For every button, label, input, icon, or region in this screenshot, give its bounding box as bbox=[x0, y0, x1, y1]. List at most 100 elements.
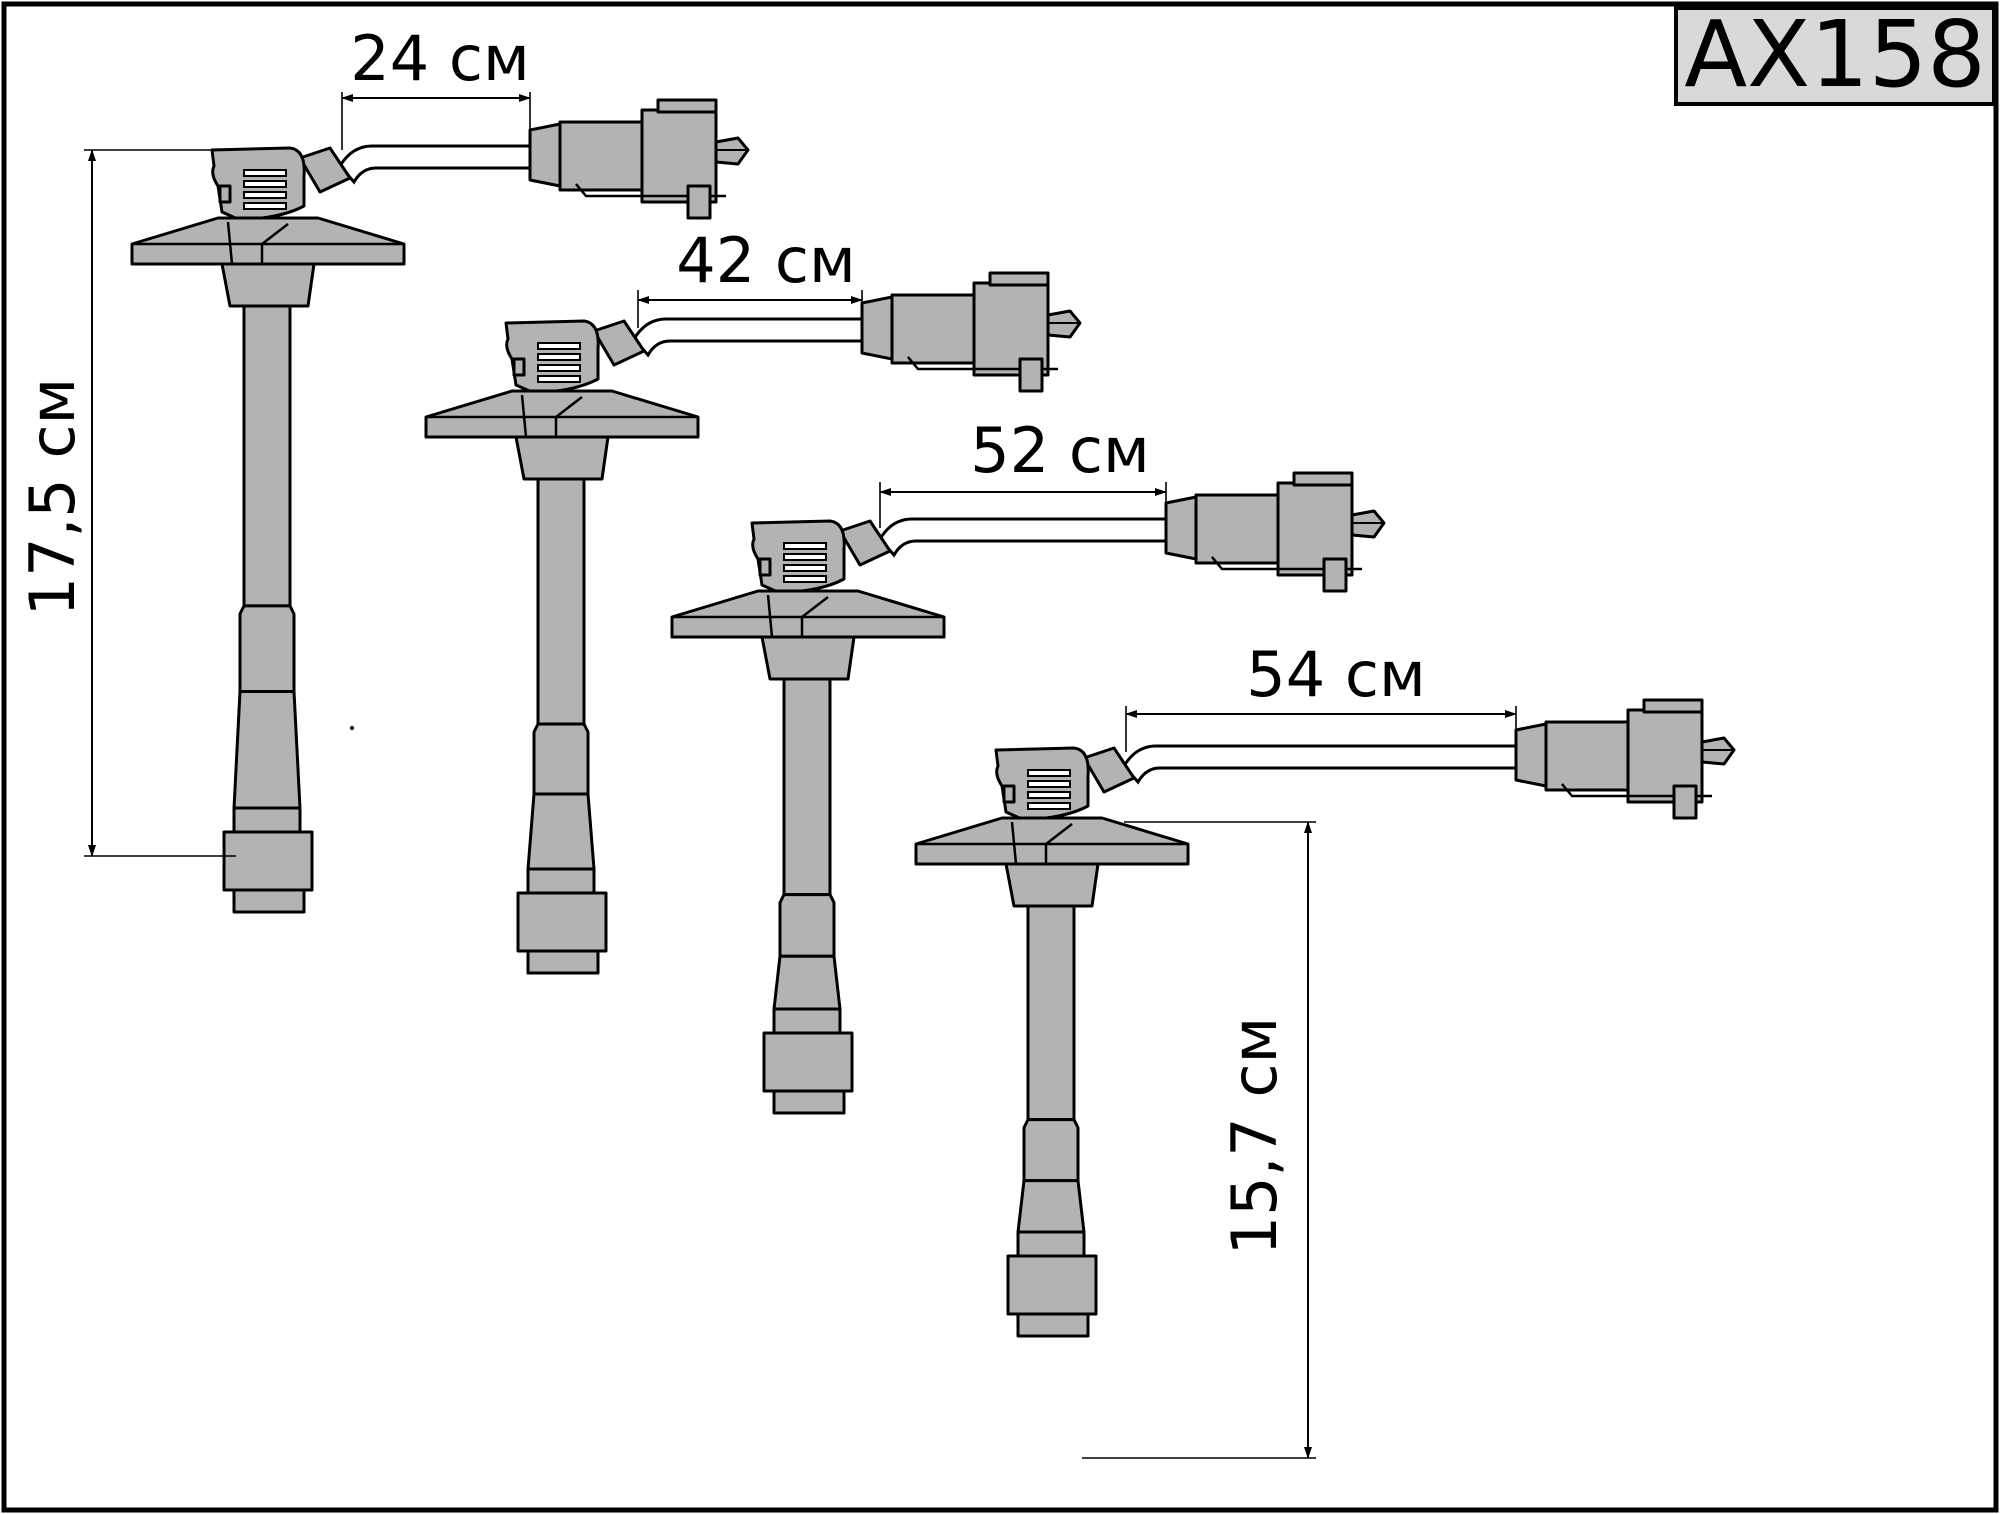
model-label-box bbox=[1674, 6, 1996, 106]
coil-connector-clip bbox=[1672, 784, 1698, 820]
boot-vent-slot bbox=[537, 375, 581, 383]
boot-vent-slot bbox=[243, 202, 287, 210]
length-label-1: 24 см bbox=[350, 22, 529, 95]
boot-terminal-end bbox=[526, 949, 600, 975]
coil-connector-body bbox=[558, 120, 644, 192]
boot-tube-ring bbox=[526, 867, 596, 895]
length-dimension-2: 42 см bbox=[637, 224, 863, 328]
boot-vent-slot bbox=[537, 364, 581, 372]
boot-vent-slot bbox=[537, 342, 581, 350]
boot-collar bbox=[514, 435, 610, 481]
boot-vent-slot bbox=[243, 191, 287, 199]
coil-connector-nut bbox=[1164, 495, 1198, 561]
wire-assembly-4 bbox=[914, 698, 1736, 1338]
wire-assemblies bbox=[130, 98, 1736, 1338]
boot-terminal-sleeve bbox=[516, 891, 608, 953]
length-label-3: 52 см bbox=[970, 414, 1149, 487]
boot-vent-slot bbox=[243, 169, 287, 177]
boot-tube-middle bbox=[238, 604, 296, 694]
coil-connector-nut bbox=[860, 295, 894, 361]
boot-tube-taper bbox=[232, 690, 302, 810]
length-dimension-1: 24 см bbox=[341, 22, 531, 150]
coil-connector-clip bbox=[686, 184, 712, 220]
coil-connector-cap bbox=[1642, 698, 1704, 714]
boot-vent-slot bbox=[783, 542, 827, 550]
boot-height-dimension-left: 17,5 см bbox=[16, 149, 236, 857]
coil-connector bbox=[1514, 698, 1736, 820]
boot-terminal-end bbox=[232, 888, 306, 914]
boot-tube-upper bbox=[1026, 904, 1076, 1122]
length-dimension-3: 52 см bbox=[879, 414, 1167, 528]
clip-line bbox=[575, 183, 688, 198]
boot-vent-slot bbox=[537, 353, 581, 361]
plate-seam bbox=[555, 396, 583, 418]
length-label-2: 42 см bbox=[676, 224, 855, 297]
coil-connector-cap bbox=[656, 98, 718, 114]
boot-height-label-right: 15,7 см bbox=[1218, 1017, 1291, 1256]
boot-neck bbox=[1082, 746, 1136, 794]
boot-height-dimensions: 17,5 см 15,7 см bbox=[16, 149, 1316, 1459]
boot-tube-ring bbox=[232, 806, 302, 834]
coil-connector-body bbox=[890, 293, 976, 365]
boot-neck bbox=[592, 319, 646, 367]
plate-seam bbox=[520, 394, 528, 438]
boot-terminal-sleeve bbox=[222, 830, 314, 892]
coil-connector-body bbox=[1544, 720, 1630, 792]
coil-connector-nut bbox=[528, 122, 562, 188]
length-label-4: 54 см bbox=[1246, 638, 1425, 711]
boot-collar bbox=[220, 262, 316, 308]
boot-terminal-end bbox=[1016, 1312, 1090, 1338]
wire-assembly-2 bbox=[424, 271, 1082, 975]
length-dimensions: 24 см 42 см 52 см 54 см bbox=[341, 22, 1517, 752]
boot-vent-slot bbox=[783, 553, 827, 561]
coil-connector bbox=[528, 98, 750, 220]
coil-connector bbox=[1164, 471, 1386, 593]
boot-vent-slot bbox=[783, 575, 827, 583]
model-code: AX158 bbox=[1684, 1, 1986, 108]
plate-seam bbox=[261, 223, 289, 245]
model-label: AX158 bbox=[1674, 1, 1996, 108]
boot-tab bbox=[758, 557, 772, 577]
boot-tube-upper bbox=[536, 477, 586, 726]
boot-neck bbox=[838, 519, 892, 567]
boot-tube-middle bbox=[532, 722, 590, 796]
boot-tube-taper bbox=[1016, 1179, 1086, 1234]
boot-vent-slot bbox=[1027, 769, 1071, 777]
boot-terminal-sleeve bbox=[762, 1031, 854, 1093]
boot-vent-slot bbox=[1027, 791, 1071, 799]
coil-connector bbox=[860, 271, 1082, 393]
plate-seam bbox=[766, 594, 774, 638]
boot-tab bbox=[1002, 784, 1016, 804]
boot-collar bbox=[1004, 862, 1100, 908]
wire-assembly-3 bbox=[670, 471, 1386, 1115]
boot-terminal-end bbox=[772, 1089, 846, 1115]
boot-vent-slot bbox=[243, 180, 287, 188]
boot-vent-slot bbox=[1027, 802, 1071, 810]
plate-seam bbox=[226, 221, 234, 265]
clip-line bbox=[1561, 783, 1674, 798]
boot-vent-slot bbox=[1027, 780, 1071, 788]
boot-collar bbox=[760, 635, 856, 681]
boot-tab bbox=[218, 184, 232, 204]
coil-connector-clip bbox=[1322, 557, 1348, 593]
plate-seam bbox=[1010, 821, 1018, 865]
boot-tube-taper bbox=[772, 954, 842, 1011]
coil-connector-nut bbox=[1514, 722, 1548, 788]
coil-connector-clip bbox=[1018, 357, 1044, 393]
boot-tube-middle bbox=[778, 893, 836, 958]
plate-seam bbox=[801, 596, 829, 618]
boot-tab bbox=[512, 357, 526, 377]
boot-height-dimension-right: 15,7 см bbox=[1082, 821, 1316, 1459]
boot-tube-upper bbox=[242, 304, 292, 608]
boot-neck bbox=[298, 146, 352, 194]
stray-dot bbox=[350, 726, 354, 730]
boot-tube-taper bbox=[526, 792, 596, 871]
boot-tube-middle bbox=[1022, 1118, 1080, 1183]
wire-assembly-1 bbox=[130, 98, 750, 914]
coil-connector-cap bbox=[1292, 471, 1354, 487]
boot-tube-upper bbox=[782, 677, 832, 897]
clip-line bbox=[907, 356, 1020, 371]
clip-line bbox=[1211, 556, 1324, 571]
coil-connector-cap bbox=[988, 271, 1050, 287]
